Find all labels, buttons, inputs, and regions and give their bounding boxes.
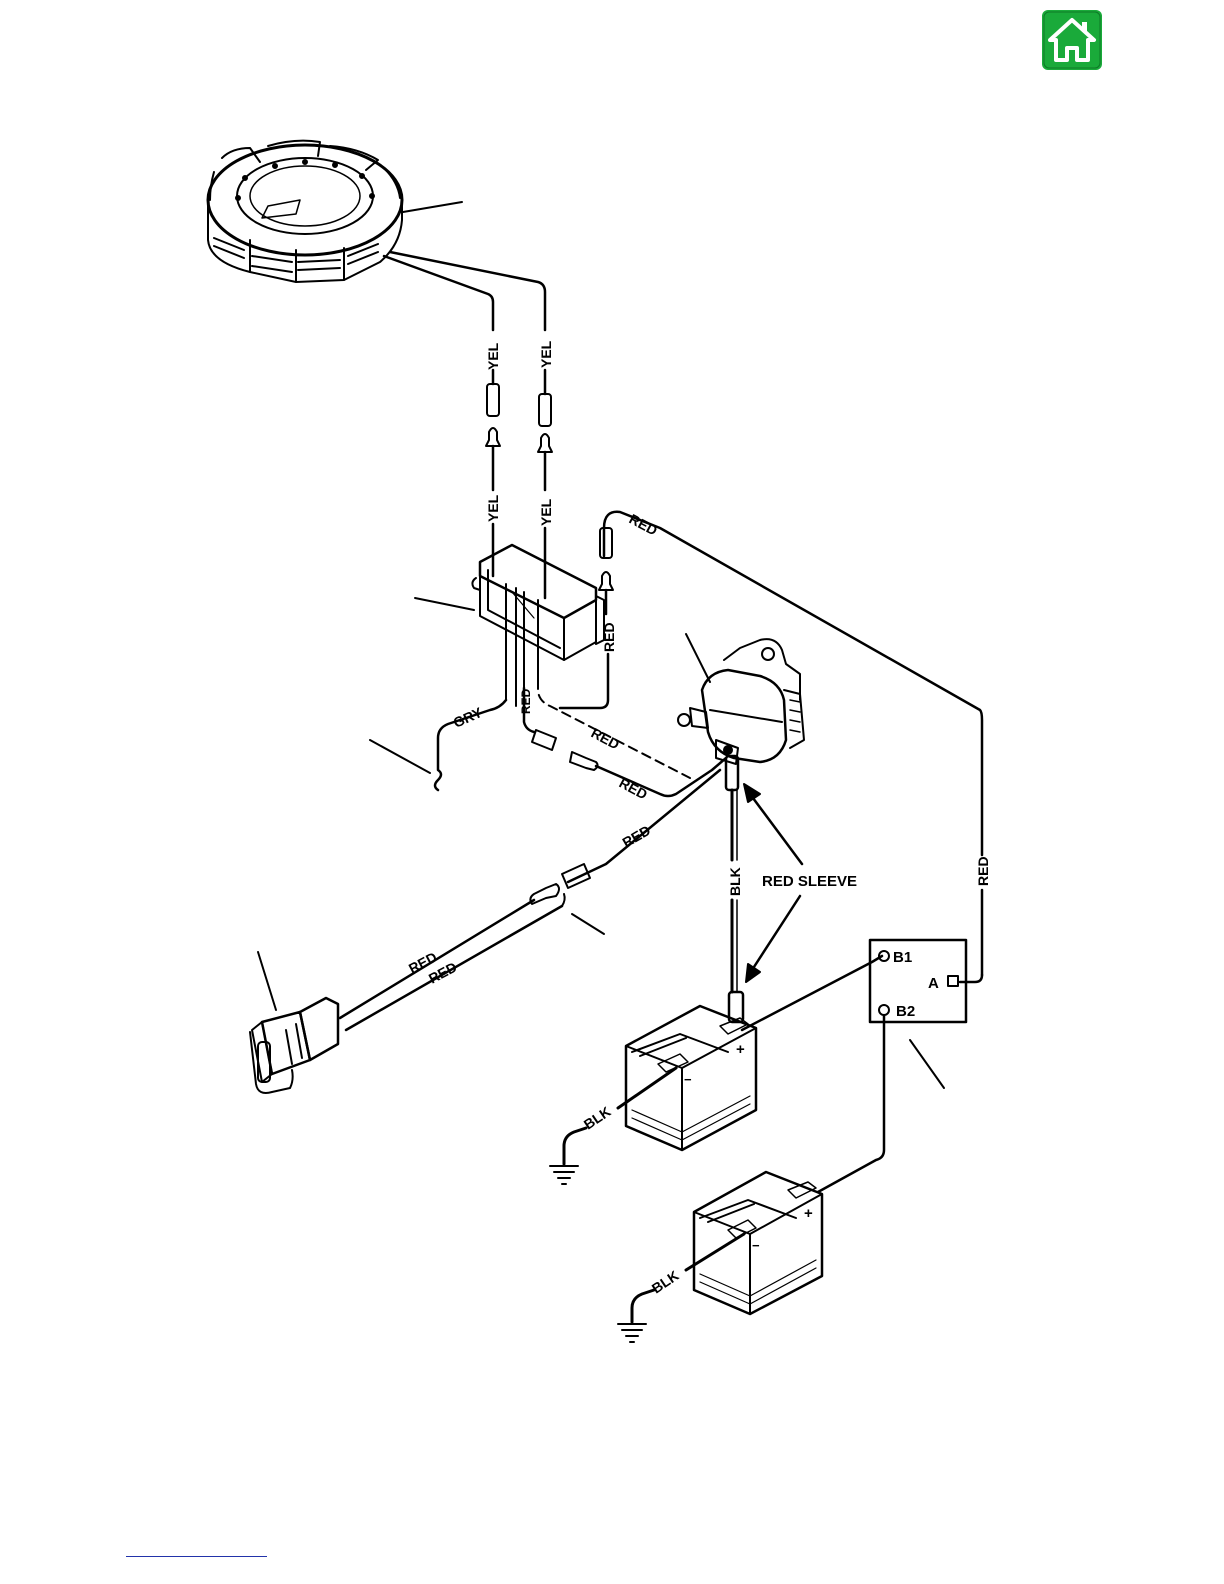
b2-lead — [818, 1016, 884, 1192]
label-gry: GRY — [451, 704, 485, 731]
red-connector-top — [599, 528, 613, 590]
home-icon — [1042, 10, 1102, 70]
battery1-positive: + — [736, 1041, 745, 1058]
yel-connector-right — [538, 394, 552, 490]
label-yel-3: YEL — [485, 494, 501, 522]
terminal-a: A — [928, 975, 939, 992]
isolator-callout — [910, 1040, 944, 1088]
label-yel-2: YEL — [538, 340, 554, 368]
label-red-vertical: RED — [601, 622, 617, 652]
red-sleeve-arrow-down — [752, 896, 800, 970]
label-red-sleeve: RED SLEEVE — [762, 873, 857, 890]
plug-leads-callout — [572, 914, 604, 934]
terminal-b1: B1 — [893, 949, 912, 966]
terminal-b2: B2 — [896, 1003, 915, 1020]
stator-lead-left — [384, 256, 493, 330]
ground-1 — [550, 1166, 578, 1184]
red-lead-to-isolator — [604, 512, 982, 855]
label-yel-4: YEL — [538, 498, 554, 526]
b1-lead — [742, 956, 882, 1030]
battery2-positive: + — [804, 1205, 813, 1222]
ground-2 — [618, 1324, 646, 1342]
label-red-small: RED — [519, 688, 533, 714]
red-lead-dashed — [538, 680, 690, 778]
label-red-connector: RED — [617, 775, 651, 803]
home-button[interactable] — [1042, 10, 1102, 70]
battery1-negative: − — [684, 1072, 692, 1087]
plug-callout — [258, 952, 276, 1010]
label-yel-1: YEL — [485, 342, 501, 370]
red-connector-middle — [532, 730, 598, 770]
solenoid-callout — [686, 634, 710, 682]
label-red-dashed: RED — [589, 725, 623, 753]
label-blk-vertical: BLK — [727, 867, 743, 896]
label-red-plug-upper: RED — [620, 822, 654, 851]
battery-isolator — [870, 940, 966, 1022]
harness-plug — [250, 998, 338, 1093]
red-sleeve-arrow-up — [750, 794, 802, 864]
label-red-isolator: RED — [975, 856, 991, 886]
rectifier-callout — [415, 598, 474, 610]
label-red-top: RED — [627, 511, 661, 539]
label-blk-battery1: BLK — [581, 1103, 614, 1132]
red-connector-lower — [530, 864, 590, 904]
gry-callout — [370, 740, 430, 773]
label-blk-battery2: BLK — [649, 1267, 682, 1296]
battery2-negative: − — [752, 1238, 760, 1253]
stator-callout — [403, 202, 462, 212]
footer-link-underline[interactable] — [126, 1556, 267, 1557]
stator — [208, 141, 402, 282]
yel-connector-left — [486, 384, 500, 490]
stator-lead-right — [390, 252, 545, 330]
